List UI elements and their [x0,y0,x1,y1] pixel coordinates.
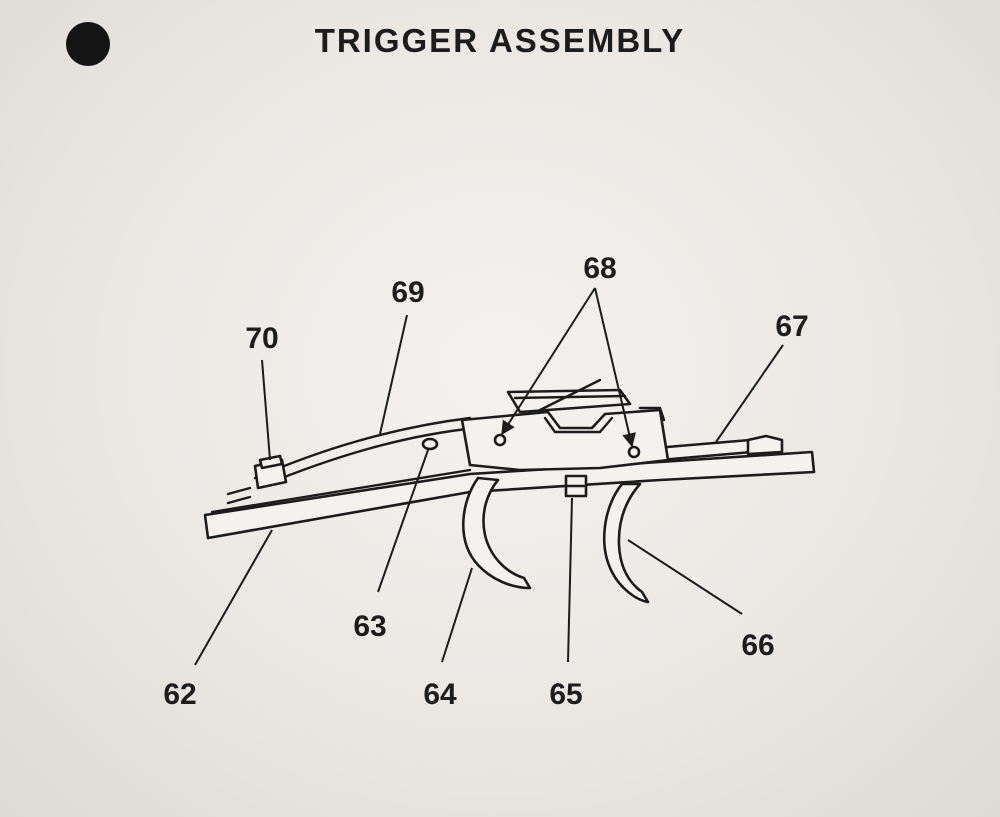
part-64-front-trigger [461,476,532,590]
leader-62 [194,529,273,666]
leader-70 [261,359,271,461]
leader-66 [627,539,743,615]
part-70-front-stud [253,454,288,490]
leader-64 [441,567,473,663]
callout-66: 66 [741,629,774,662]
callout-labels: 70 69 68 67 62 63 64 65 66 [163,252,808,711]
callout-64: 64 [423,678,457,711]
callout-63: 63 [353,610,386,643]
callout-67: 67 [775,310,808,343]
part-66-rear-trigger [602,482,650,604]
leader-68-front [501,287,596,436]
leader-67 [715,344,784,443]
leader-68-rear [594,287,636,448]
callout-68: 68 [583,252,616,285]
callout-70: 70 [245,322,278,355]
leader-65 [567,497,573,663]
part-63-cross-pin [421,437,439,451]
callout-62: 62 [163,678,196,711]
callout-69: 69 [391,276,424,309]
part-68-pin-rear [627,445,641,459]
leader-63 [377,449,429,593]
binder-punch-hole [66,22,110,66]
part-69-spring-rod [253,416,477,488]
leader-69 [379,314,408,435]
page-title: TRIGGER ASSEMBLY [314,22,686,59]
trigger-block [460,378,670,472]
callout-65: 65 [549,678,582,711]
part-65-set-screw [564,474,588,498]
part-68-pin-front [493,433,507,447]
leader-lines [194,287,784,666]
